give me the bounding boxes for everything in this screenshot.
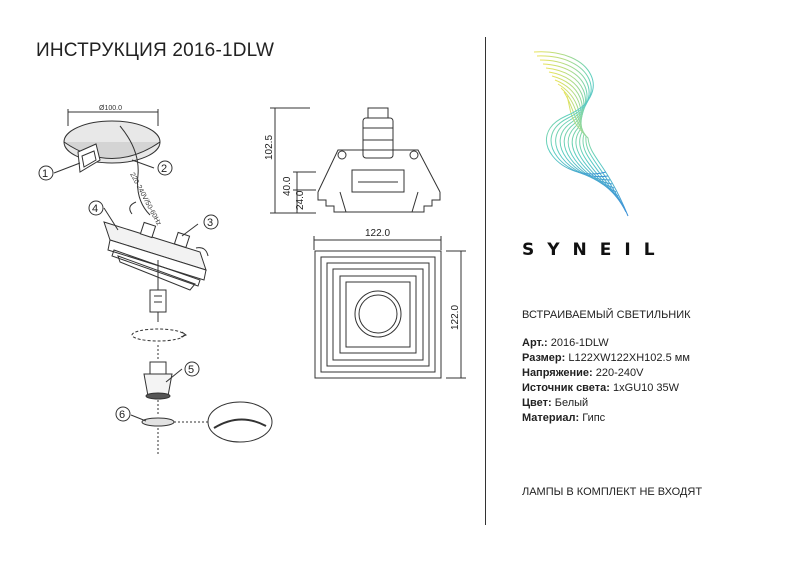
dimension-height-low: 24.0 xyxy=(295,190,306,210)
top-view-diagram xyxy=(313,236,466,379)
spec-article: Арт.: 2016-1DLW xyxy=(522,337,609,349)
callout-6-number: 6 xyxy=(119,409,125,421)
product-type: ВСТРАИВАЕМЫЙ СВЕТИЛЬНИК xyxy=(522,309,691,321)
spec-size: Размер: L122XW122XH102.5 мм xyxy=(522,352,690,364)
callout-3-number: 3 xyxy=(207,217,213,229)
callout-5 xyxy=(184,361,200,377)
callout-2-number: 2 xyxy=(161,163,167,175)
dimension-height-mid: 40.0 xyxy=(282,176,293,196)
brand-logo-icon xyxy=(533,51,629,217)
side-view-diagram xyxy=(270,107,441,214)
spec-color: Цвет: Белый xyxy=(522,397,589,409)
spec-list: Арт.: 2016-1DLW Размер: L122XW122XH102.5… xyxy=(522,336,690,426)
callout-3 xyxy=(203,214,219,230)
dimension-height-total: 102.5 xyxy=(264,135,275,160)
callout-5-number: 5 xyxy=(188,364,194,376)
callout-2 xyxy=(157,160,173,176)
page-title: ИНСТРУКЦИЯ 2016-1DLW xyxy=(36,40,275,61)
dimension-depth: 122.0 xyxy=(450,305,461,330)
assembly-diagram xyxy=(38,109,273,455)
callout-1 xyxy=(38,165,54,181)
technical-drawings: Ø100.0 220-240V/50-60Hz 1 2 3 4 5 6 102.… xyxy=(38,105,466,455)
callout-6 xyxy=(115,406,131,422)
dimension-width: 122.0 xyxy=(365,228,390,239)
callout-4-number: 4 xyxy=(92,203,98,215)
vertical-divider xyxy=(485,37,486,525)
spec-material: Материал: Гипс xyxy=(522,412,606,424)
spec-voltage: Напряжение: 220-240V xyxy=(522,367,644,379)
callout-4 xyxy=(88,200,104,216)
wire-voltage-label: 220-240V/50-60Hz xyxy=(128,172,162,228)
brand-wordmark: SYNEIL xyxy=(522,240,668,260)
callout-1-number: 1 xyxy=(42,168,48,180)
spec-light-source: Источник света: 1xGU10 35W xyxy=(522,382,680,394)
hole-diameter-label: Ø100.0 xyxy=(99,105,122,112)
lamps-not-included-note: ЛАМПЫ В КОМПЛЕКТ НЕ ВХОДЯТ xyxy=(522,486,703,498)
